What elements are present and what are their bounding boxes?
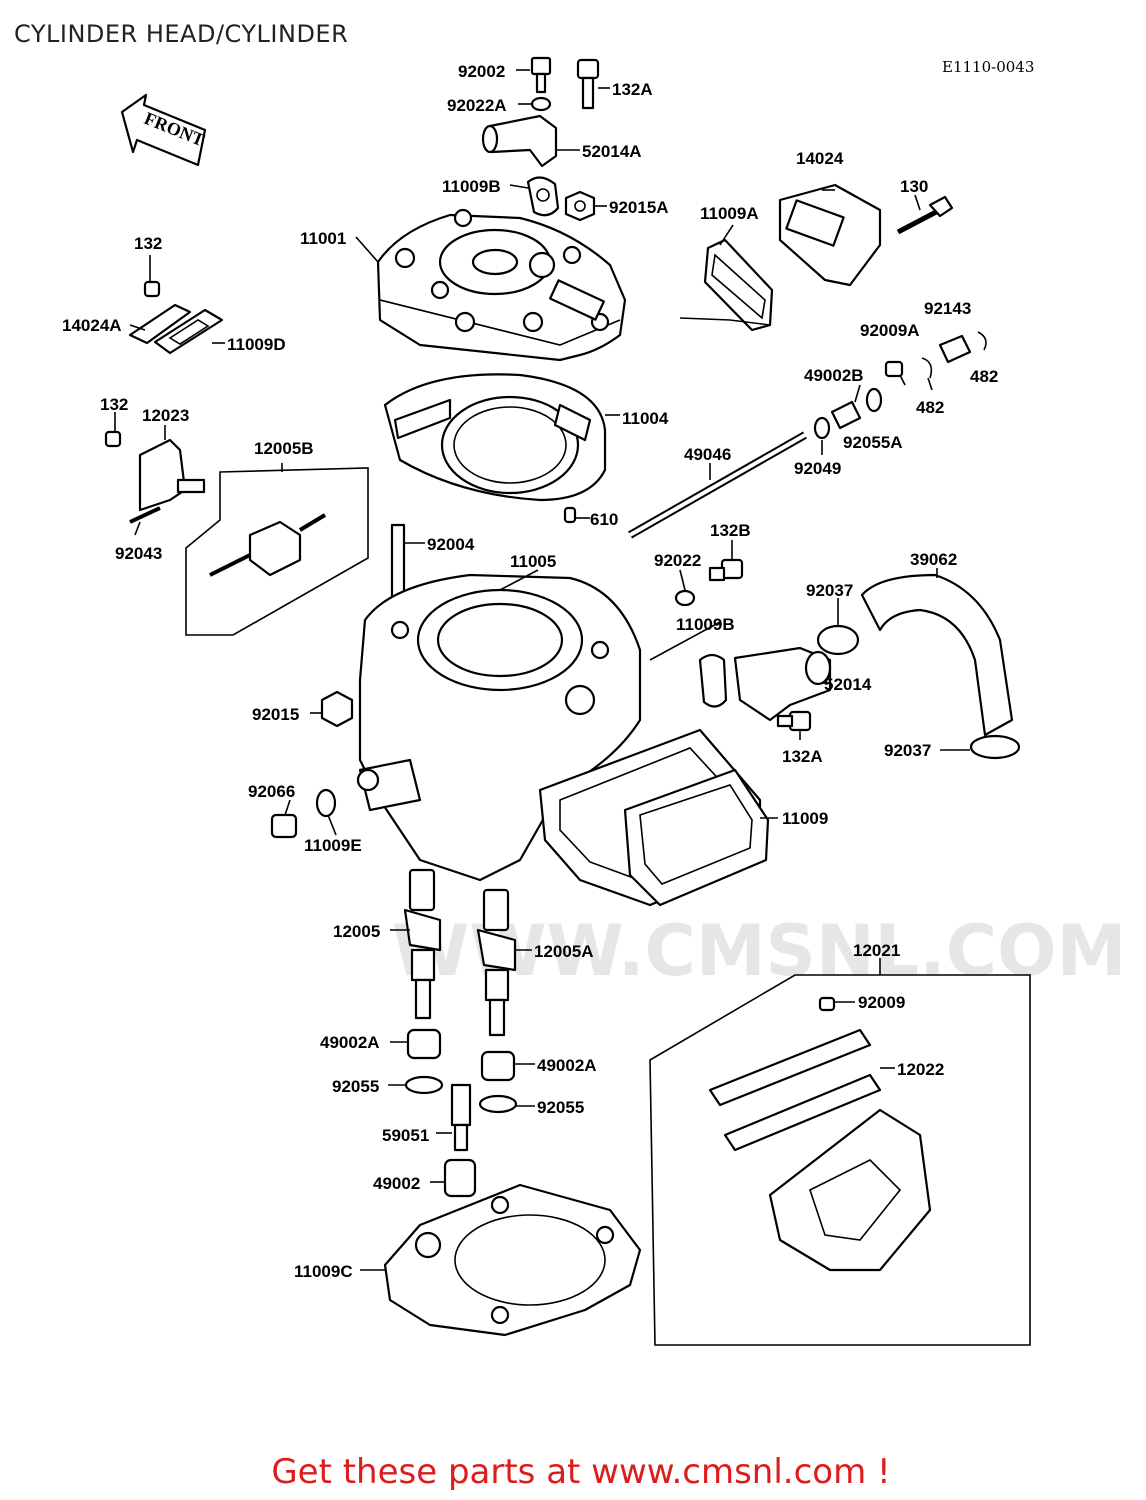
footer-link-text[interactable]: Get these parts at www.cmsnl.com ! [271, 1452, 891, 1492]
label-92049: 92049 [794, 459, 841, 478]
bushing-49002 [443, 1158, 477, 1198]
label-92143: 92143 [924, 299, 971, 318]
label-39062: 39062 [910, 550, 957, 569]
gasket-11009A [679, 238, 774, 332]
bolt-92002 [530, 56, 552, 112]
label-92015: 92015 [252, 705, 299, 724]
label-92004: 92004 [427, 535, 475, 554]
label-610: 610 [590, 510, 618, 529]
label-12022: 12022 [897, 1060, 944, 1079]
label-11009A: 11009A [700, 204, 759, 223]
gear-59051 [450, 1083, 472, 1152]
cylinder-11005 [356, 573, 642, 882]
label-12005B: 12005B [254, 439, 314, 458]
water-fitting-52014 [733, 646, 832, 722]
label-14024A: 14024A [62, 316, 122, 335]
label-92055-right: 92055 [537, 1098, 584, 1117]
label-12021: 12021 [853, 941, 900, 960]
label-49002A-right: 49002A [537, 1056, 597, 1075]
label-132-mid: 132 [100, 395, 128, 414]
label-11009B-mid: 11009B [676, 615, 735, 634]
label-132A-top: 132A [612, 80, 653, 99]
dowel-610 [563, 506, 577, 524]
label-92043: 92043 [115, 544, 162, 563]
label-59051: 59051 [382, 1126, 429, 1145]
bolt-132B [708, 558, 744, 582]
label-11009E: 11009E [304, 836, 362, 855]
part-labels: 92002 132A 92022A 52014A 11009B 92015A 1… [62, 62, 998, 1281]
o-ring-92055-left [404, 1075, 444, 1095]
o-ring-92055-right [478, 1094, 518, 1114]
bracket-12023 [104, 430, 206, 524]
label-92015A: 92015A [609, 198, 669, 217]
gasket-11009B-top [526, 176, 560, 217]
label-132B: 132B [710, 521, 751, 540]
label-11001: 11001 [300, 229, 346, 248]
diagram-code: E1110-0043 [942, 58, 1035, 76]
label-11004: 11004 [622, 409, 669, 428]
nut-92015A [564, 190, 596, 222]
valve-shaft-12005A [476, 888, 517, 1037]
nut-92015 [320, 690, 354, 728]
label-11009C: 11009C [294, 1262, 353, 1281]
label-12023: 12023 [142, 406, 189, 425]
label-49002A-left: 49002A [320, 1033, 380, 1052]
label-11005: 11005 [510, 552, 556, 571]
label-92009: 92009 [858, 993, 905, 1012]
front-arrow-icon: FRONT [120, 93, 207, 167]
label-92055A: 92055A [843, 433, 903, 452]
exhaust-cover-14024 [778, 183, 882, 287]
label-482-right: 482 [970, 367, 998, 386]
label-132A-mid: 132A [782, 747, 823, 766]
bushings-49002A [406, 1028, 516, 1082]
label-12005: 12005 [333, 922, 380, 941]
page-title: CYLINDER HEAD/CYLINDER [14, 20, 349, 48]
label-49002: 49002 [373, 1174, 420, 1193]
label-482-left: 482 [916, 398, 944, 417]
bolt-130 [896, 195, 954, 235]
hose-39062 [860, 573, 1014, 737]
bolt-132A-top [576, 58, 600, 110]
label-92022: 92022 [654, 551, 701, 570]
washer-92022 [674, 589, 696, 607]
label-49046: 49046 [684, 445, 731, 464]
label-92009A: 92009A [860, 321, 920, 340]
reed-gasket-11009 [538, 728, 770, 907]
bolt-132A-mid [776, 710, 812, 732]
label-92037-top: 92037 [806, 581, 853, 600]
leader-lines [114, 69, 970, 1271]
label-11009D: 11009D [227, 335, 286, 354]
water-fitting-52014A [481, 114, 558, 168]
label-92037-bottom: 92037 [884, 741, 931, 760]
cover-14024A [128, 280, 224, 355]
base-gasket-11009C [383, 1183, 642, 1337]
valve-shaft-12005 [403, 868, 442, 1020]
small-parts-right [813, 331, 987, 440]
reed-valve-box-12021 [649, 974, 1031, 1346]
label-92066: 92066 [248, 782, 295, 801]
clamp-92037-bottom [969, 734, 1021, 760]
label-49002B: 49002B [804, 366, 864, 385]
subassembly-12005B [185, 467, 369, 636]
label-52014A: 52014A [582, 142, 642, 161]
label-92055-left: 92055 [332, 1077, 379, 1096]
label-11009: 11009 [782, 809, 828, 828]
gasket-11009B-mid [698, 653, 728, 708]
head-gasket-11004 [383, 373, 607, 502]
label-130: 130 [900, 177, 928, 196]
label-11009B-top: 11009B [442, 177, 501, 196]
rod-49046 [628, 431, 807, 539]
label-132-top: 132 [134, 234, 162, 253]
label-12005A: 12005A [534, 942, 594, 961]
plug-92066 [270, 813, 298, 839]
label-92002: 92002 [458, 62, 505, 81]
label-14024: 14024 [796, 149, 844, 168]
clamp-92037-top [816, 624, 860, 656]
label-92022A: 92022A [447, 96, 507, 115]
washer-11009E [315, 788, 337, 818]
cylinder-head-11001 [376, 208, 627, 362]
label-52014: 52014 [824, 675, 872, 694]
